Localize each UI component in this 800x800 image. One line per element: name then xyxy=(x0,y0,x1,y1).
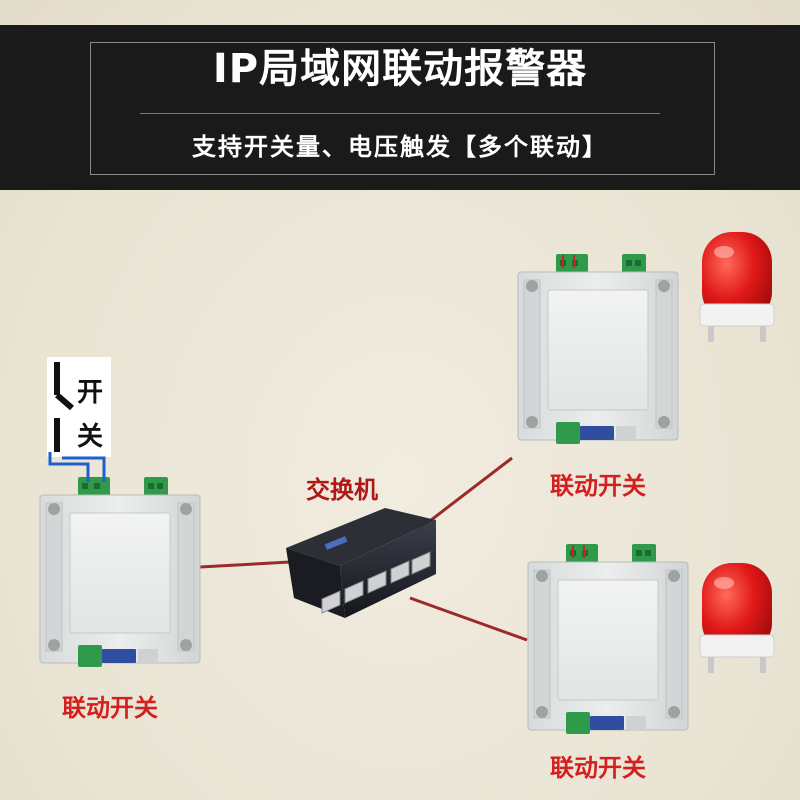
network-switch xyxy=(286,508,436,618)
switch-char-2: 关 xyxy=(77,422,104,452)
switch-char-1: 开 xyxy=(77,378,104,408)
trigger-marks xyxy=(562,255,585,558)
header-banner xyxy=(0,25,800,190)
left-module-label: 联动开关 xyxy=(62,694,158,722)
bottom-right-module-label: 联动开关 xyxy=(550,754,646,782)
module-bottom-right xyxy=(527,543,689,735)
header-frame xyxy=(90,42,715,175)
top-right-module-label: 联动开关 xyxy=(550,472,646,500)
cable-left xyxy=(199,560,291,569)
module-left xyxy=(39,476,201,668)
cable-bottom-right xyxy=(409,596,528,642)
page-title: IP局域网联动报警器 xyxy=(212,46,588,92)
alarm-light-top xyxy=(699,231,775,343)
alarm-light-bottom xyxy=(699,562,775,674)
header-divider xyxy=(140,113,660,114)
module-top-right xyxy=(517,253,679,445)
switch-wires xyxy=(48,452,106,482)
page-subtitle: 支持开关量、电压触发【多个联动】 xyxy=(192,133,608,161)
switch-symbol xyxy=(47,357,111,457)
network-switch-label: 交换机 xyxy=(306,476,378,504)
